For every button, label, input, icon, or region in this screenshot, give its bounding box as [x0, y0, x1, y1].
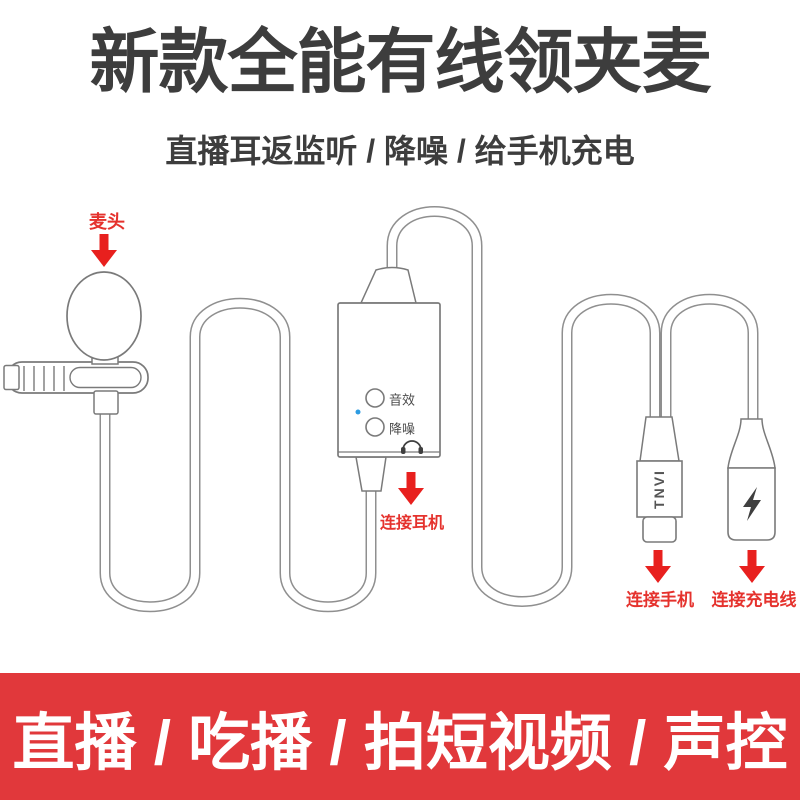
mic-lower-housing [93, 390, 119, 415]
noise-reduction-button-label: 降噪 [389, 421, 416, 437]
connect-phone-label: 连接手机 [626, 590, 694, 610]
footer-banner-text: 直播 / 吃播 / 拍短视频 / 声控 [12, 708, 788, 778]
noise-reduction-button [365, 417, 385, 437]
footer-banner: 直播 / 吃播 / 拍短视频 / 声控 [0, 673, 800, 800]
mic-clip-inner-line [69, 366, 142, 389]
sound-effect-button [365, 388, 385, 408]
plug-strain-relief [639, 416, 680, 462]
control-box-top-strain-relief [359, 266, 417, 304]
cable-box-to-plug [386, 206, 661, 607]
mic-head-arrow-icon [91, 234, 117, 267]
mic-clip-ribs [23, 366, 65, 391]
sound-effect-button-label: 音效 [389, 392, 416, 408]
connect-phone-arrow-icon [645, 550, 671, 583]
connect-earphone-label: 连接耳机 [379, 515, 445, 532]
connect-charger-label: 连接充电线 [711, 590, 797, 610]
connect-charger-arrow-icon [739, 550, 765, 583]
control-box-body [337, 302, 441, 458]
cable-mic-to-box [99, 297, 377, 613]
lavalier-mic [3, 271, 149, 415]
charging-port-shoulder [727, 418, 776, 469]
plug-tip [642, 516, 677, 543]
plug-brand-text: TNVI [651, 469, 667, 509]
mic-capsule [66, 271, 142, 361]
page-subtitle: 直播耳返监听 / 降噪 / 给手机充电 [165, 133, 635, 169]
lightning-bolt-icon [743, 487, 761, 521]
usb-c-plug [636, 416, 683, 543]
arrows [91, 234, 765, 583]
mic-clip-end-cap [3, 364, 20, 391]
connect-earphone-arrow-icon [398, 472, 424, 505]
cable-charge-pigtail [660, 293, 759, 428]
control-box-bottom-strain-relief [355, 456, 387, 492]
mic-head-label: 麦头 [89, 212, 125, 232]
charging-port [727, 418, 776, 541]
page-title: 新款全能有线领夹麦 [89, 23, 712, 101]
mic-clip-bar [6, 361, 149, 394]
led-indicator [355, 409, 361, 415]
control-box [337, 266, 441, 492]
headphones-icon [401, 440, 423, 454]
